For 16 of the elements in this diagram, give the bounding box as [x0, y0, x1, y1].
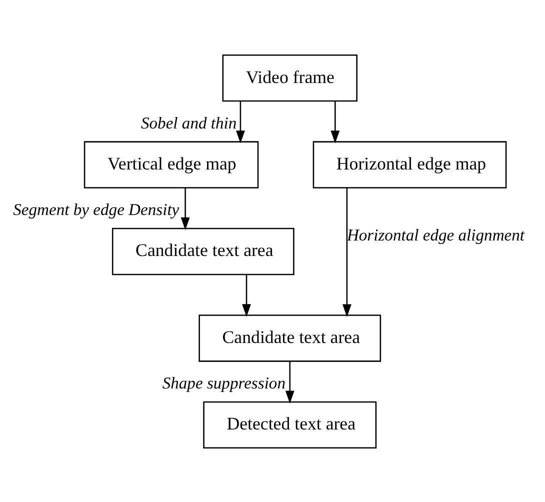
arrow: [180, 188, 190, 230]
node-box: Candidate text area: [112, 227, 294, 275]
edge-label: Sobel and thin: [140, 112, 237, 132]
node-box: Detected text area: [203, 400, 377, 448]
node-box: Horizontal edge map: [312, 140, 507, 188]
node-box: Vertical edge map: [84, 140, 259, 188]
node-box: Video frame: [222, 54, 358, 102]
node-box: Candidate text area: [198, 314, 382, 362]
edge-label: Horizontal edge alignment: [346, 224, 525, 244]
arrow: [236, 100, 245, 143]
arrow: [285, 360, 294, 404]
arrow: [242, 274, 251, 316]
edge-label: Shape suppression: [162, 372, 286, 392]
arrow: [330, 100, 340, 143]
edge-label: Segment by edge Density: [13, 199, 180, 218]
arrow: [342, 187, 352, 317]
